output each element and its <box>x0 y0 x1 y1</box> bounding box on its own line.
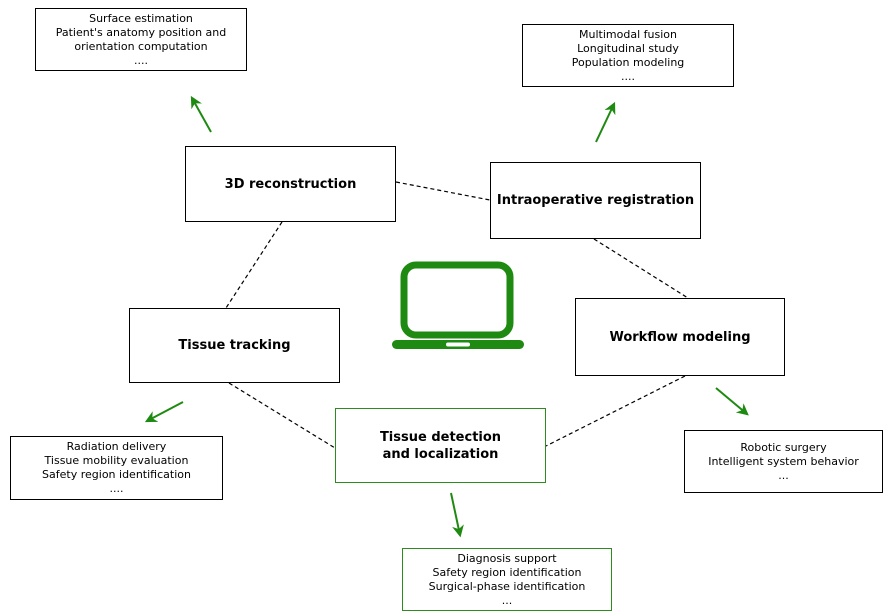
arrow-registration <box>595 101 616 143</box>
link-reconstruction-registration <box>395 181 491 201</box>
app-item: Longitudinal study <box>577 41 679 55</box>
app-item: Diagnosis support <box>457 551 557 565</box>
app-item: Tissue mobility evaluation <box>44 454 189 467</box>
app-item: Population modeling <box>571 55 685 69</box>
app-item: ... <box>778 468 789 482</box>
app-item: .... <box>134 53 148 67</box>
arrow-reconstruction <box>190 95 212 133</box>
node-3d-reconstruction: 3D reconstruction <box>185 146 396 222</box>
arrow-detection <box>450 492 464 538</box>
node-intraoperative-registration: Intraoperative registration <box>490 162 701 239</box>
arrow-tracking <box>144 401 184 423</box>
app-item: Multimodal fusion <box>579 27 677 41</box>
app-item: Surgical-phase identification <box>428 579 586 593</box>
applications-reconstruction: Surface estimation Patient's anatomy pos… <box>35 8 247 71</box>
applications-workflow: Robotic surgery Intelligent system behav… <box>684 430 883 493</box>
applications-registration: Multimodal fusion Longitudinal study Pop… <box>522 24 734 87</box>
app-item: .... <box>109 482 124 495</box>
arrow-workflow <box>715 387 749 416</box>
node-workflow-modeling: Workflow modeling <box>575 298 785 376</box>
link-tracking-detection <box>228 382 336 449</box>
link-reconstruction-tracking <box>225 221 283 309</box>
app-item: ... <box>501 593 513 607</box>
app-item: Robotic surgery <box>740 440 827 454</box>
app-item: Intelligent system behavior <box>708 454 859 468</box>
app-item: Radiation delivery <box>66 440 167 453</box>
node-tissue-detection: Tissue detection and localization <box>335 408 546 483</box>
link-registration-workflow <box>593 238 689 299</box>
node-label-line1: Tissue detection <box>379 429 502 445</box>
app-item: orientation computation <box>74 39 208 53</box>
node-label: Workflow modeling <box>609 329 751 345</box>
applications-detection: Diagnosis support Safety region identifi… <box>402 548 612 611</box>
link-workflow-detection <box>545 375 686 447</box>
applications-tracking: Radiation delivery Tissue mobility evalu… <box>10 436 223 500</box>
app-item: Safety region identification <box>432 565 582 579</box>
app-item: Patient's anatomy position and <box>55 25 227 39</box>
node-label: Intraoperative registration <box>496 193 695 208</box>
node-label: Tissue tracking <box>178 338 291 353</box>
app-item: Safety region identification <box>42 468 191 481</box>
node-tissue-tracking: Tissue tracking <box>129 308 340 383</box>
laptop-icon <box>392 261 524 349</box>
node-label-line2: and localization <box>382 446 499 462</box>
app-item: .... <box>621 69 635 83</box>
app-item: Surface estimation <box>89 11 193 25</box>
node-label: 3D reconstruction <box>224 176 357 192</box>
